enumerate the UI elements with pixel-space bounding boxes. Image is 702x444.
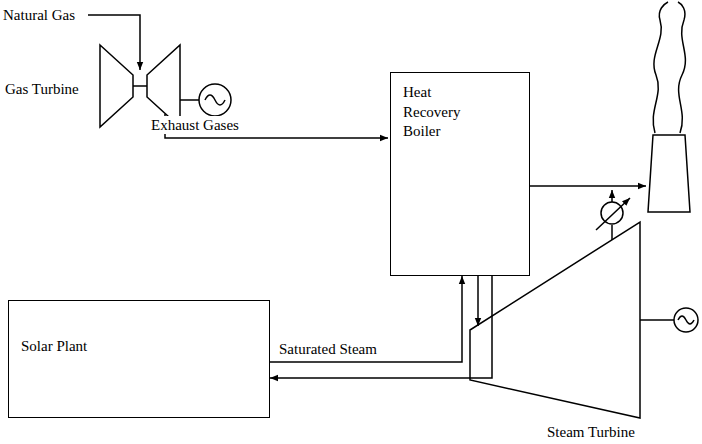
flow-connector bbox=[270, 276, 462, 362]
plant-box: Solar Plant bbox=[8, 300, 270, 418]
flow-label: Saturated Steam bbox=[278, 340, 378, 358]
condensate-line bbox=[611, 190, 613, 202]
shaft bbox=[133, 85, 147, 87]
fuel-line bbox=[88, 15, 140, 70]
pump-arrow bbox=[596, 198, 630, 230]
smoke bbox=[653, 2, 685, 133]
shaft bbox=[180, 99, 199, 101]
steam-line bbox=[477, 276, 479, 326]
chimney bbox=[648, 135, 690, 212]
part-label: Natural Gas bbox=[2, 6, 76, 24]
generator-symbol bbox=[674, 308, 698, 332]
part-label: Gas Turbine bbox=[4, 80, 80, 98]
flue-line bbox=[530, 185, 646, 187]
pump-symbol bbox=[601, 202, 623, 224]
generator-symbol bbox=[199, 84, 231, 116]
flow-connector bbox=[270, 276, 492, 378]
part-label: Exhaust Gases bbox=[150, 116, 240, 134]
node-text: Solar Plant bbox=[21, 337, 221, 357]
boiler-box: Heat Recovery Boiler bbox=[390, 72, 530, 276]
part-label: Steam Turbine bbox=[546, 423, 636, 441]
generator-wave bbox=[678, 316, 694, 324]
node-text: Heat Recovery Boiler bbox=[403, 83, 483, 142]
turbine-symbol bbox=[147, 45, 180, 127]
generator-wave bbox=[205, 95, 225, 105]
shaft bbox=[640, 319, 674, 321]
condensate-line bbox=[611, 225, 613, 240]
compressor-symbol bbox=[100, 45, 133, 127]
